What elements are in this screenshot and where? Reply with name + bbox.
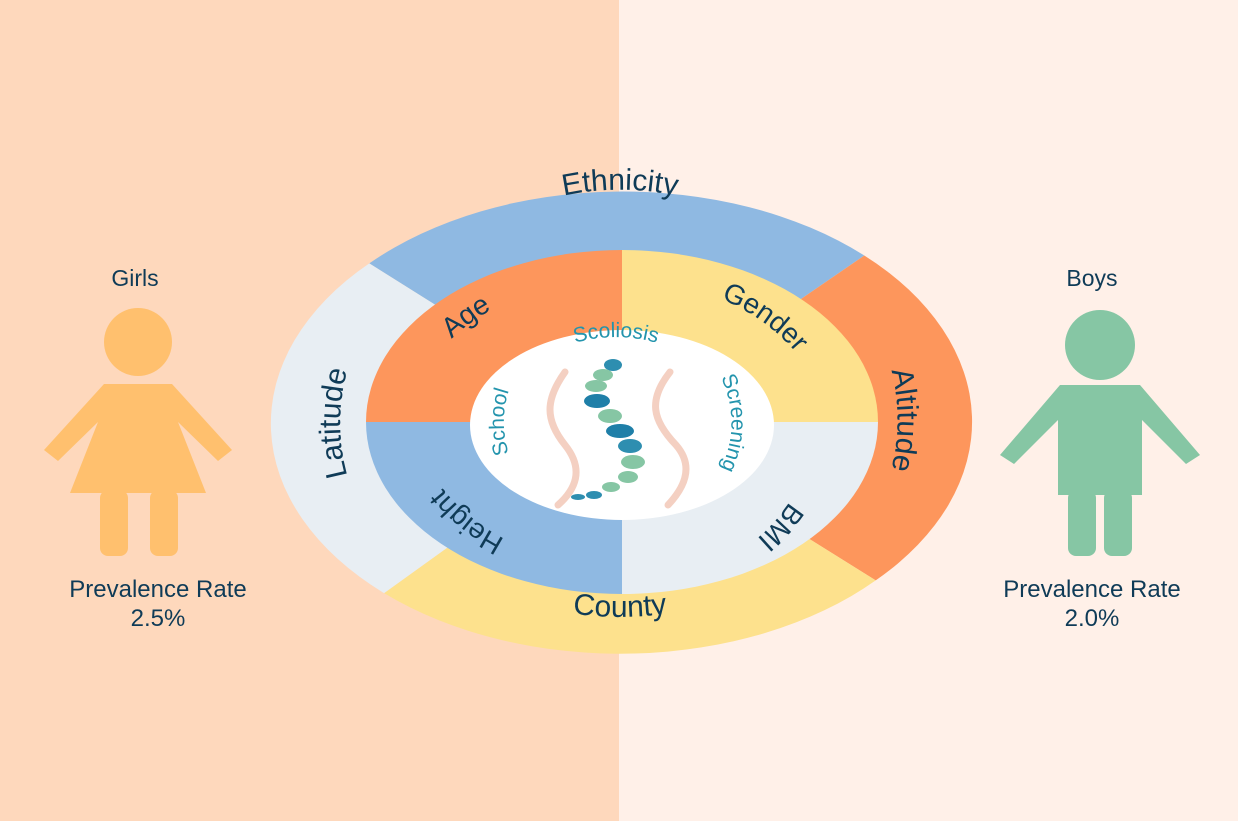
outer-label-ethnicity: Ethnicity [559,164,681,203]
girls-rate-label: Prevalence Rate [69,576,246,603]
boy-figure-icon [1000,310,1200,556]
boys-title: Boys [1066,265,1117,291]
boys-rate-value: 2.0% [1065,605,1120,632]
svg-text:Ethnicity: Ethnicity [559,164,681,203]
girls-rate-value: 2.5% [131,605,186,632]
outer-label-county: County [572,588,668,624]
spine-icon [546,359,690,509]
girl-figure-icon [44,308,232,556]
svg-text:County: County [572,588,668,624]
boys-rate-label: Prevalence Rate [1003,576,1180,603]
girls-title: Girls [111,265,158,291]
